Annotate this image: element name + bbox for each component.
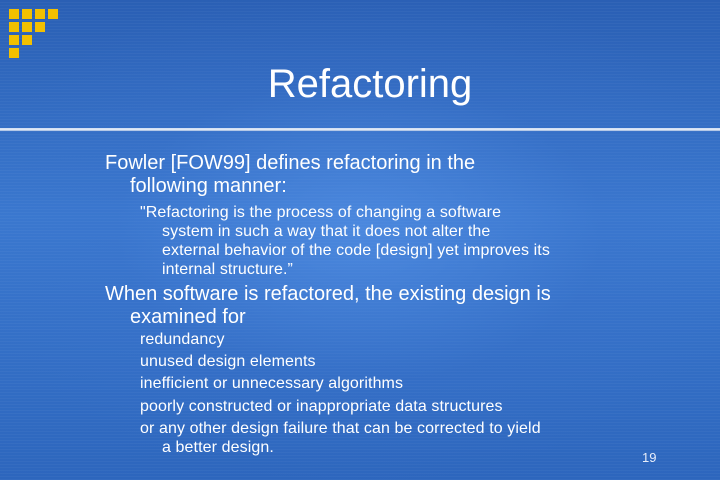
list-item-poor-data-structures: poorly constructed or inappropriate data…: [140, 398, 503, 415]
list-item-other-failures-continuation: a better design.: [162, 439, 274, 456]
page-number: 19: [642, 450, 657, 465]
bullet-1-line-2: following manner:: [130, 175, 287, 197]
quote-line-3: external behavior of the code [design] y…: [162, 242, 550, 259]
quote-line-1: "Refactoring is the process of changing …: [140, 204, 502, 221]
bullet-1-line-1: Fowler [FOW99] defines refactoring in th…: [105, 152, 476, 174]
list-item-unused-elements: unused design elements: [140, 353, 316, 370]
bullet-2-line-2: examined for: [130, 306, 246, 328]
list-item-inefficient-algorithms: inefficient or unnecessary algorithms: [140, 375, 404, 392]
title-divider: [0, 128, 720, 131]
list-item-redundancy: redundancy: [140, 331, 225, 348]
bullet-2-line-1: When software is refactored, the existin…: [105, 283, 551, 305]
slide-title: Refactoring: [267, 62, 473, 106]
logo-squares-icon: [9, 9, 69, 58]
quote-line-4: internal structure.”: [162, 261, 293, 278]
quote-line-2: system in such a way that it does not al…: [162, 223, 491, 240]
list-item-other-failures: or any other design failure that can be …: [140, 420, 541, 437]
